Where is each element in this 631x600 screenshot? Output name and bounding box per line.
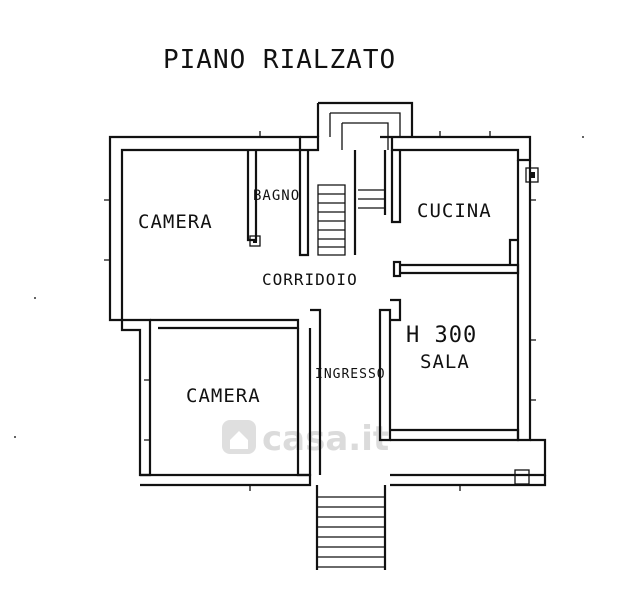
interior-walls — [104, 131, 539, 491]
rear-porch — [316, 101, 414, 150]
front-stairs — [315, 485, 387, 570]
room-label-camera-top: CAMERA — [138, 211, 213, 233]
plan-title: PIANO RIALZATO — [163, 45, 396, 75]
room-label-bagno: BAGNO — [253, 188, 300, 204]
room-label-corridoio: CORRIDOIO — [262, 270, 358, 289]
watermark-logo: casa.it — [222, 419, 389, 459]
room-height-note: H 300 — [406, 323, 477, 348]
watermark-text: casa.it — [262, 419, 389, 459]
room-label-cucina: CUCINA — [417, 200, 492, 222]
room-label-sala: SALA — [420, 351, 470, 373]
room-label-ingresso: INGRESSO — [315, 367, 386, 382]
room-label-camera-bottom: CAMERA — [186, 385, 261, 407]
interior-stairs — [317, 184, 385, 256]
